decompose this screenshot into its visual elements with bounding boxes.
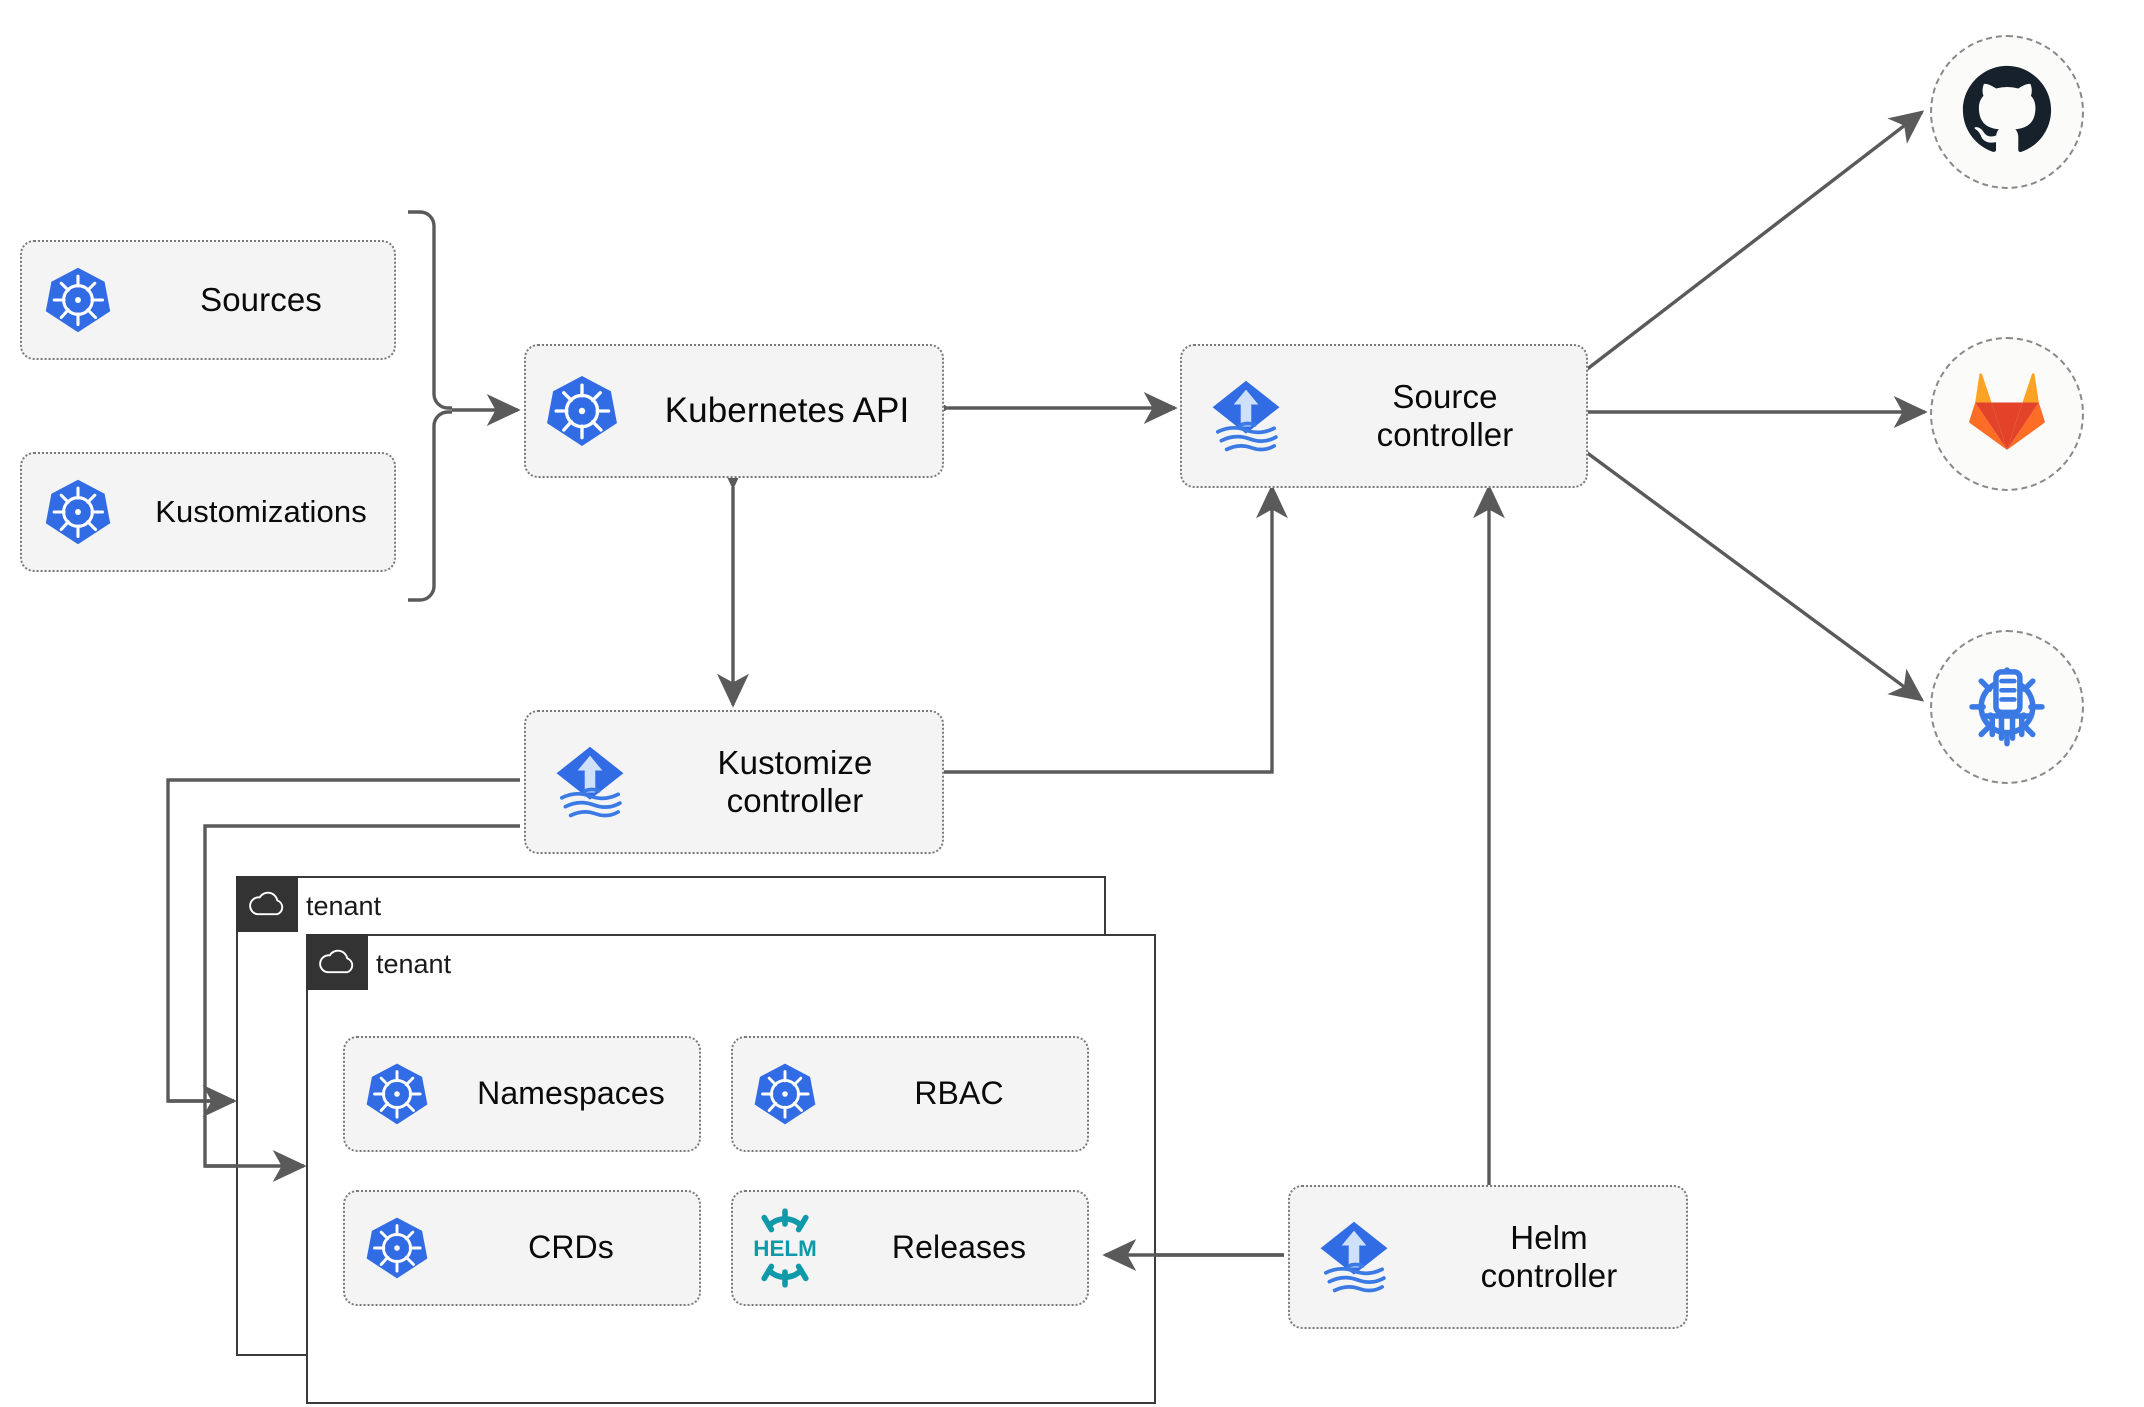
kubernetes-icon [345,1215,449,1281]
node-releases[interactable]: HELM Releases [731,1190,1089,1306]
node-label: Kustomizations [155,494,367,530]
node-source-controller[interactable]: Source controller [1180,344,1588,488]
node-label: CRDs [528,1229,614,1266]
node-kubernetes-api[interactable]: Kubernetes API [524,344,944,478]
node-label: Source controller [1376,377,1514,453]
node-label: Namespaces [477,1075,665,1112]
node-kustomizations[interactable]: Kustomizations [20,452,396,572]
node-label: Helm controller [1480,1218,1618,1294]
cloud-icon [235,875,298,932]
node-helm-controller[interactable]: Helm controller [1288,1185,1688,1329]
flux-icon [1182,372,1310,460]
tenant-label: tenant [306,890,382,921]
external-gitlab[interactable] [1930,337,2084,491]
node-label: Kustomize controller [717,743,873,819]
helm-repository-icon [1961,659,2053,756]
node-label: Kubernetes API [664,390,910,430]
node-label: Sources [200,280,322,318]
github-icon [1961,64,2053,161]
helm-icon: HELM [733,1208,837,1288]
node-kustomize-controller[interactable]: Kustomize controller [524,710,944,854]
flux-icon [526,738,654,826]
gitlab-icon [1964,369,2050,460]
svg-text:HELM: HELM [753,1236,816,1261]
kubernetes-icon [526,373,638,449]
kubernetes-icon [22,265,134,335]
kubernetes-icon [345,1061,449,1127]
cloud-icon [305,933,368,990]
node-namespaces[interactable]: Namespaces [343,1036,701,1152]
external-helm-repository[interactable] [1930,630,2084,784]
node-label: Releases [891,1229,1027,1266]
flux-icon [1290,1213,1418,1301]
node-sources[interactable]: Sources [20,240,396,360]
node-rbac[interactable]: RBAC [731,1036,1089,1152]
node-crds[interactable]: CRDs [343,1190,701,1306]
external-github[interactable] [1930,35,2084,189]
node-label: RBAC [914,1075,1004,1112]
kubernetes-icon [22,477,134,547]
kubernetes-icon [733,1061,837,1127]
tenant-label: tenant [376,948,452,979]
tenant-frame-inner[interactable]: tenant Namespaces [305,933,1156,1404]
